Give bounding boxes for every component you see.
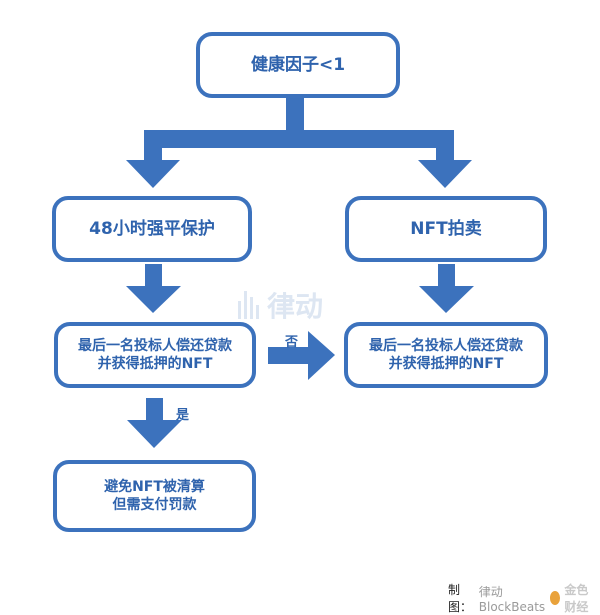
arrow-to-protection	[126, 160, 180, 188]
connector-left-shaft	[144, 130, 162, 162]
node-nft-auction-label: NFT拍卖	[410, 218, 482, 239]
node-last-bidder-right-line-2: 并获得抵押的NFT	[388, 356, 504, 372]
node-avoid-liquidation: 避免NFT被清算 但需支付罚款	[53, 460, 256, 532]
node-protection-48h: 48小时强平保护	[52, 196, 252, 262]
credit-logo-text: 金色财经	[564, 583, 589, 614]
connector-trunk	[286, 96, 304, 140]
arrow-to-last-bidder-left	[126, 286, 181, 313]
arrow-to-auction	[418, 160, 472, 188]
connector-left-mid-shaft	[145, 264, 162, 288]
connector-split-bar	[144, 130, 450, 148]
node-health-factor: 健康因子<1	[196, 32, 400, 98]
jinse-logo-icon	[549, 591, 561, 605]
credit-prefix: 制图：	[448, 583, 473, 614]
connector-yes-shaft	[146, 398, 163, 422]
edge-label-no: 否	[285, 335, 299, 350]
credit-author: 律动BlockBeats	[478, 584, 546, 614]
node-last-bidder-left: 最后一名投标人偿还贷款 并获得抵押的NFT	[54, 322, 256, 388]
node-nft-auction: NFT拍卖	[345, 196, 547, 262]
connector-right-shaft	[436, 130, 454, 162]
credit-line: 制图： 律动BlockBeats 金色财经	[448, 581, 600, 615]
connector-no-shaft	[268, 347, 312, 364]
node-last-bidder-left-line-1: 最后一名投标人偿还贷款	[78, 337, 232, 354]
node-avoid-liquidation-line-2: 但需支付罚款	[112, 497, 197, 513]
arrow-to-last-bidder-right	[419, 286, 474, 313]
edge-label-yes: 是	[176, 408, 190, 423]
node-health-factor-label: 健康因子<1	[250, 54, 346, 75]
node-last-bidder-left-line-2: 并获得抵押的NFT	[97, 356, 213, 372]
node-protection-48h-label: 48小时强平保护	[89, 218, 215, 239]
connector-right-mid-shaft	[438, 264, 455, 288]
node-last-bidder-right-line-1: 最后一名投标人偿还贷款	[369, 337, 523, 354]
arrow-yes	[127, 420, 182, 448]
node-last-bidder-right: 最后一名投标人偿还贷款 并获得抵押的NFT	[344, 322, 548, 388]
arrow-no	[308, 331, 335, 380]
node-avoid-liquidation-line-1: 避免NFT被清算	[104, 478, 205, 495]
